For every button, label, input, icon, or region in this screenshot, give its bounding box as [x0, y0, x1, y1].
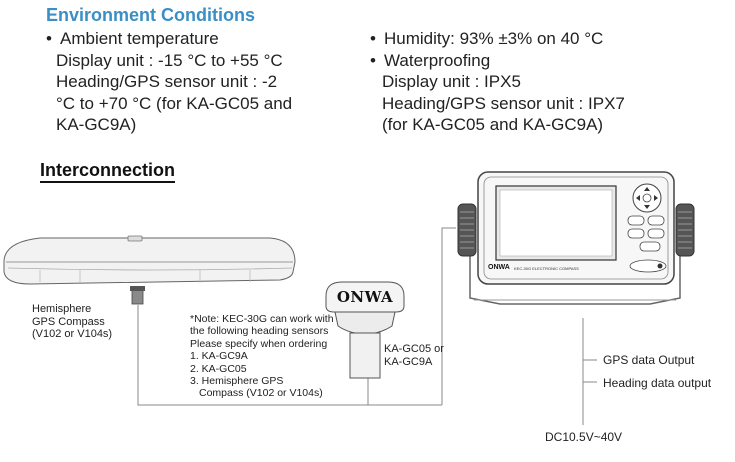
env-left-line: Heading/GPS sensor unit : -2	[56, 72, 278, 91]
sensor-model-label: KA-GC05 or KA-GC9A	[384, 343, 444, 368]
bullet-icon: •	[370, 29, 376, 48]
env-right-line: Display unit : IPX5	[382, 72, 521, 91]
sensor-logo: ONWA	[336, 288, 394, 306]
env-left-line: °C to +70 °C (for KA-GC05 and	[56, 93, 293, 113]
heading-sensor-icon	[325, 281, 405, 379]
display-model-label: KEC-30G ELECTRONIC COMPASS	[514, 266, 579, 271]
gps-output-label: GPS data Output	[603, 353, 695, 367]
power-label: DC10.5V~40V	[545, 430, 623, 444]
sensor-note: *Note: KEC-30G can work with the followi…	[190, 313, 334, 400]
display-brand-label: ONWA	[488, 264, 510, 271]
env-right-line: •Humidity: 93% ±3% on 40 °C	[370, 29, 604, 48]
env-right-column: •Humidity: 93% ±3% on 40 °C •Waterproofi…	[370, 28, 625, 136]
heading-output-label: Heading data output	[603, 376, 712, 390]
bullet-icon: •	[46, 29, 52, 48]
env-right-line: (for KA-GC05 and KA-GC9A)	[382, 115, 604, 134]
display-unit-icon	[457, 171, 695, 305]
env-left-column: •Ambient temperature Display unit : -15 …	[46, 28, 292, 136]
bullet-icon: •	[370, 50, 376, 70]
env-right-line: Heading/GPS sensor unit : IPX7	[382, 93, 625, 113]
env-left-line: KA-GC9A)	[56, 115, 137, 134]
interconnection-title: Interconnection	[40, 160, 176, 183]
env-left-line: •Ambient temperature	[46, 29, 219, 48]
env-left-line: Display unit : -15 °C to +55 °C	[56, 50, 283, 70]
environment-conditions-title: Environment Conditions	[46, 5, 255, 25]
hemisphere-compass-icon	[3, 235, 296, 305]
env-right-line: •Waterproofing	[370, 50, 491, 70]
hemisphere-gps-label: Hemisphere GPS Compass (V102 or V104s)	[32, 303, 113, 341]
cable-lines	[137, 227, 597, 425]
